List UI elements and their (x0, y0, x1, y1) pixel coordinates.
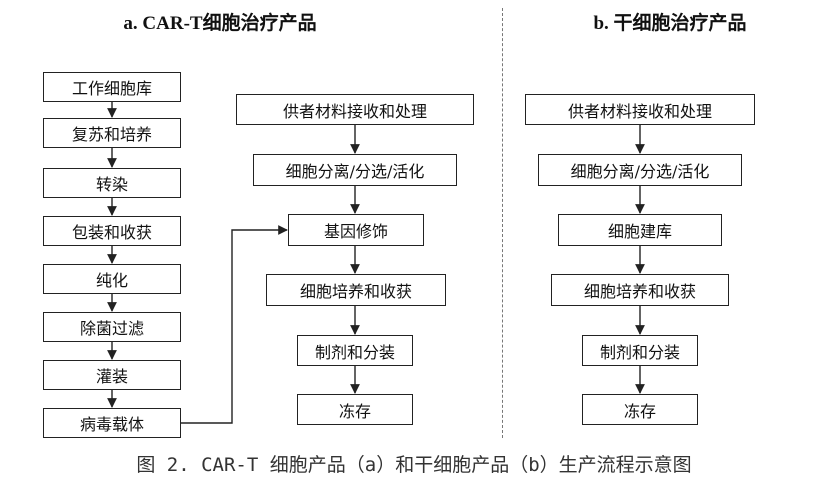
vector-connector-arrow (180, 225, 288, 424)
step-sterile-filtration: 除菌过滤 (43, 312, 181, 342)
step-viral-vector: 病毒载体 (43, 408, 181, 438)
step-working-cell-bank: 工作细胞库 (43, 72, 181, 102)
panel-divider (502, 8, 503, 438)
step-gene-modification: 基因修饰 (288, 214, 424, 246)
b-step-cell-separation: 细胞分离/分选/活化 (538, 154, 742, 186)
step-formulation-dispensing: 制剂和分装 (297, 335, 413, 366)
b-step-cell-banking: 细胞建库 (558, 214, 722, 246)
step-cryopreservation: 冻存 (297, 394, 413, 425)
step-filling: 灌装 (43, 360, 181, 390)
panel-a-title: a. CAR-T细胞治疗产品 (123, 13, 317, 34)
step-donor-material: 供者材料接收和处理 (236, 94, 474, 125)
step-cell-culture-harvest: 细胞培养和收获 (266, 274, 446, 306)
b-step-cryopreservation: 冻存 (582, 394, 698, 425)
step-transfection: 转染 (43, 168, 181, 198)
b-step-cell-culture-harvest: 细胞培养和收获 (551, 274, 729, 306)
step-package-harvest: 包装和收获 (43, 216, 181, 246)
b-step-formulation-dispensing: 制剂和分装 (582, 335, 698, 366)
b-step-donor-material: 供者材料接收和处理 (525, 94, 755, 125)
step-cell-separation: 细胞分离/分选/活化 (253, 154, 457, 186)
step-purification: 纯化 (43, 264, 181, 294)
panel-b-title: b. 干细胞治疗产品 (593, 13, 747, 34)
figure-caption: 图 2. CAR-T 细胞产品（a）和干细胞产品（b）生产流程示意图 (136, 454, 692, 476)
step-recovery-culture: 复苏和培养 (43, 118, 181, 148)
